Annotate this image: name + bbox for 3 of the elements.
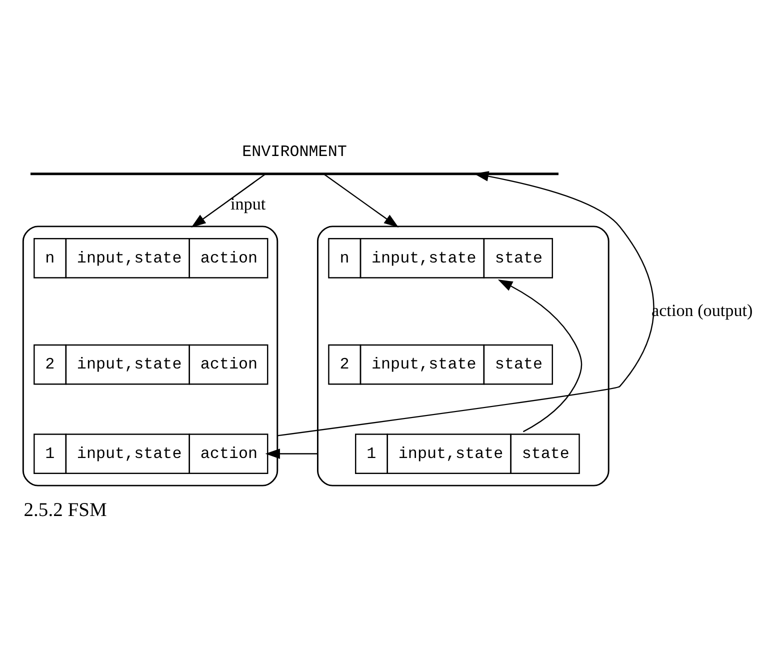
caption: 2.5.2 FSM: [24, 499, 107, 520]
node-text: ENVIRONMENT: [242, 142, 347, 161]
edge-label: input: [230, 194, 266, 214]
